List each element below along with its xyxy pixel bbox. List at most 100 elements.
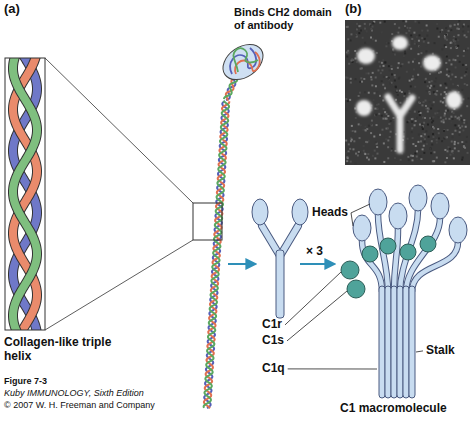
micrograph-grain	[446, 150, 448, 152]
arm	[412, 242, 458, 292]
micrograph-grain	[434, 80, 436, 82]
micrograph-grain	[418, 97, 420, 99]
head	[389, 203, 407, 229]
micrograph-grain	[399, 102, 401, 104]
micrograph-grain	[436, 157, 438, 159]
micrograph-grain	[429, 93, 431, 95]
micrograph-grain	[377, 69, 379, 71]
micrograph-grain	[350, 39, 352, 41]
part-label: C1q	[262, 362, 285, 376]
micrograph-grain	[441, 48, 443, 50]
micrograph-grain	[428, 136, 430, 138]
leader-line	[351, 204, 370, 213]
micrograph-grain	[463, 24, 465, 26]
micrograph-grain	[450, 116, 452, 118]
micrograph-grain	[463, 145, 465, 147]
micrograph-grain	[420, 140, 422, 142]
micrograph-grain	[458, 125, 460, 127]
chain-strand	[204, 101, 229, 408]
micrograph-grain	[392, 48, 394, 50]
c1r-c1s-subunit	[362, 246, 378, 262]
micrograph-grain	[378, 103, 380, 105]
micrograph-grain	[467, 97, 469, 99]
micrograph-grain	[409, 80, 411, 82]
micrograph-grain	[449, 148, 451, 150]
micrograph-grain	[466, 136, 468, 138]
micrograph-grain	[425, 130, 427, 132]
micrograph-grain	[381, 31, 383, 33]
micrograph-grain	[387, 78, 389, 80]
micrograph-grain	[422, 136, 424, 138]
micrograph-grain	[444, 137, 446, 139]
micrograph-grain	[358, 25, 360, 27]
micrograph-grain	[405, 32, 407, 34]
leader-line	[288, 368, 377, 369]
micrograph-grain	[364, 153, 366, 155]
micrograph-grain	[408, 44, 410, 46]
micrograph-grain	[463, 146, 465, 148]
micrograph-grain	[390, 86, 392, 88]
micrograph-grain	[427, 42, 429, 44]
micrograph-grain	[429, 101, 431, 103]
micrograph-grain	[396, 31, 398, 33]
micrograph-grain	[425, 105, 427, 107]
micrograph-grain	[370, 25, 372, 27]
micrograph-grain	[376, 146, 378, 148]
micrograph-grain	[433, 160, 435, 162]
micrograph-grain	[404, 27, 406, 29]
micrograph-grain	[445, 55, 447, 57]
micrograph-grain	[448, 71, 450, 73]
micrograph-grain	[424, 117, 426, 119]
micrograph-grain	[354, 107, 356, 109]
micrograph-grain	[390, 131, 392, 133]
micrograph-grain	[443, 130, 445, 132]
micrograph-grain	[449, 25, 451, 27]
micrograph-grain	[346, 56, 348, 58]
micrograph-grain	[445, 34, 447, 36]
micrograph-grain	[465, 141, 467, 143]
micrograph-grain	[440, 100, 442, 102]
micrograph-grain	[386, 113, 388, 115]
micrograph-grain	[346, 26, 348, 28]
micrograph-grain	[453, 36, 455, 38]
micrograph-grain	[450, 63, 452, 65]
micrograph-grain	[398, 78, 400, 80]
micrograph-grain	[467, 47, 469, 49]
micrograph-grain	[465, 122, 467, 124]
micrograph-grain	[442, 101, 444, 103]
micrograph-grain	[403, 55, 405, 57]
micrograph-grain	[386, 42, 388, 44]
micrograph-grain	[429, 73, 431, 75]
micrograph-grain	[450, 29, 452, 31]
micrograph-grain	[462, 98, 464, 100]
leader-line	[416, 351, 423, 352]
micrograph-grain	[376, 91, 378, 93]
micrograph-grain	[448, 36, 450, 38]
micrograph-grain	[424, 141, 426, 143]
micrograph-grain	[395, 86, 397, 88]
micrograph-grain	[436, 23, 438, 25]
micrograph-grain	[432, 136, 434, 138]
micrograph-grain	[391, 148, 393, 150]
micrograph-grain	[428, 92, 430, 94]
c1r-c1s-subunit	[400, 244, 416, 260]
micrograph-grain	[439, 31, 441, 33]
part-label: Heads	[312, 206, 348, 220]
micrograph-grain	[408, 159, 410, 161]
micrograph-grain	[431, 144, 433, 146]
micrograph-head	[357, 48, 375, 64]
head	[409, 185, 427, 211]
micrograph-grain	[395, 99, 397, 101]
micrograph-grain	[359, 25, 361, 27]
micrograph-grain	[389, 69, 391, 71]
micrograph-grain	[397, 67, 399, 69]
helix-band	[13, 58, 37, 330]
micrograph-grain	[421, 123, 423, 125]
micrograph-grain	[394, 54, 396, 56]
micrograph-grain	[369, 24, 371, 26]
micrograph-grain	[351, 130, 353, 132]
micrograph-grain	[388, 123, 390, 125]
head	[292, 199, 308, 225]
micrograph-grain	[436, 28, 438, 30]
